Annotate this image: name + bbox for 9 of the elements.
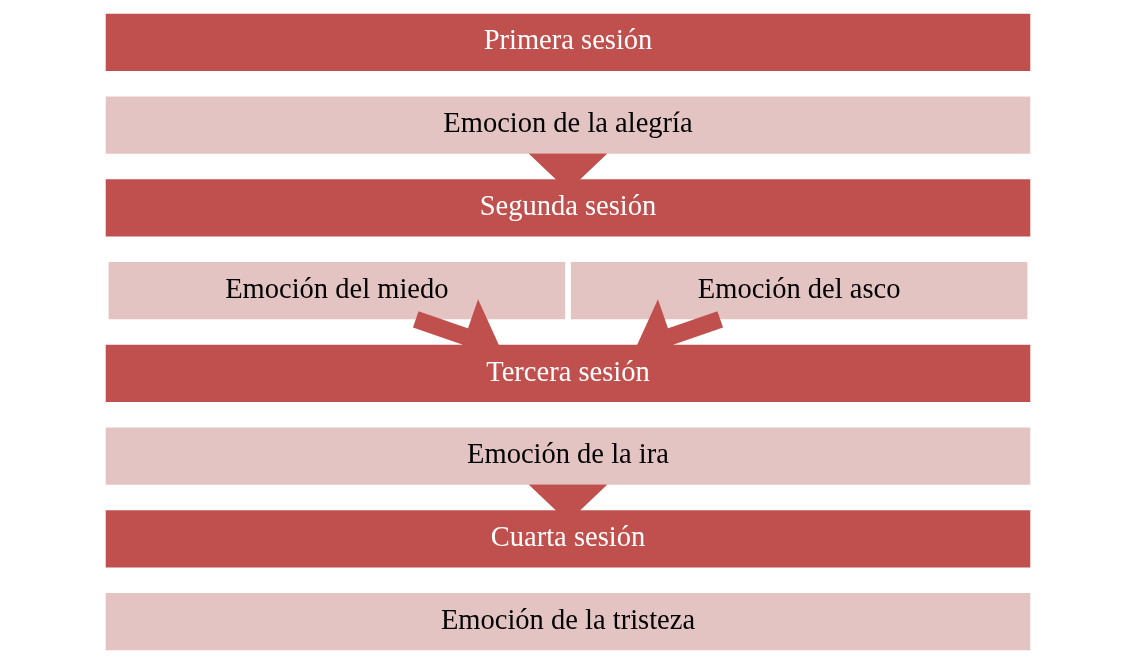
node-box: Tercera sesión	[105, 344, 1031, 402]
node-box: Segunda sesión	[105, 179, 1031, 237]
node-box: Emocion de la alegría	[105, 96, 1031, 154]
node-box: Emoción de la tristeza	[105, 593, 1031, 651]
node-box: Cuarta sesión	[105, 510, 1031, 568]
node-box: Emoción del miedo	[108, 262, 566, 320]
node-box: Emoción del asco	[570, 262, 1028, 320]
node-box: Emoción de la ira	[105, 427, 1031, 485]
node-box: Primera sesión	[105, 13, 1031, 71]
